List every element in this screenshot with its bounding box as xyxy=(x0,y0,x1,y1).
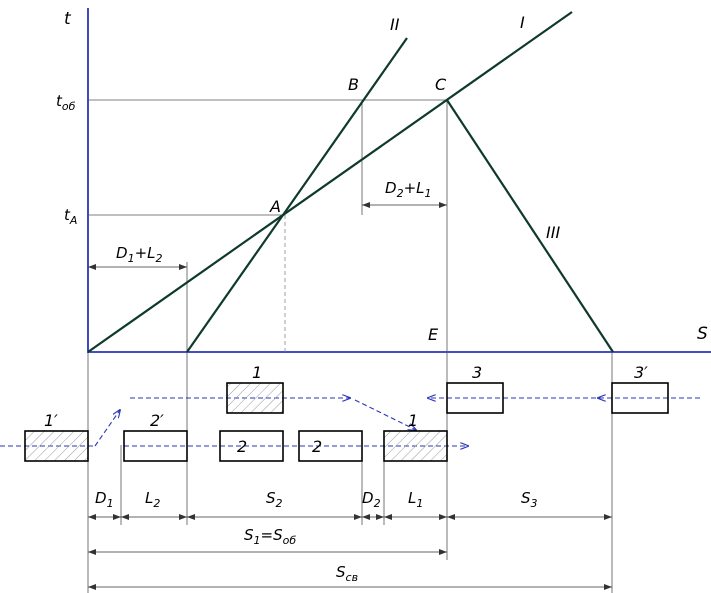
dim-d1-l2: D1+L2 xyxy=(88,244,187,270)
guide-lines xyxy=(87,99,613,593)
s-axis-label: S xyxy=(697,324,708,344)
block-1-top-label: 1 xyxy=(252,363,262,382)
block-1-low xyxy=(383,430,448,462)
dim-d1-label: D1 xyxy=(95,489,114,510)
block-1-prime-label: 1′ xyxy=(44,411,58,430)
axes: t S tоб tA xyxy=(56,8,711,353)
point-a-label: A xyxy=(269,197,281,216)
block-1-prime xyxy=(24,430,89,462)
block-1-top xyxy=(226,382,284,414)
block-3-prime xyxy=(611,382,669,414)
block-2-prime xyxy=(123,430,188,462)
dim-l2-label: L2 xyxy=(145,489,160,510)
block-2-a xyxy=(219,430,284,462)
line-i-label: I xyxy=(520,13,525,32)
dim-d1-l2-label: D1+L2 xyxy=(116,244,163,265)
dim-l1-label: L1 xyxy=(408,489,423,510)
block-3-label: 3 xyxy=(472,363,482,382)
line-i xyxy=(87,11,573,353)
dim-d2-l1-label: D2+L1 xyxy=(385,179,432,200)
block-3-prime-label: 3′ xyxy=(634,363,648,382)
t-a-label: tA xyxy=(64,206,77,227)
block-2-b xyxy=(298,430,363,462)
dim-s1-label: S1=Sоб xyxy=(244,526,296,547)
point-b-label: B xyxy=(348,75,359,94)
block-2-b-label: 2 xyxy=(312,437,322,456)
t-ob-label: tоб xyxy=(56,92,76,113)
bottom-dimension-lines xyxy=(88,514,612,590)
line-ii-label: II xyxy=(390,15,400,34)
block-2-a-label: 2 xyxy=(237,437,247,456)
dim-d2-l1: D2+L1 xyxy=(362,179,447,208)
point-e-label: E xyxy=(428,325,439,344)
t-axis-label: t xyxy=(64,9,72,29)
block-3 xyxy=(446,382,504,414)
line-iii xyxy=(446,99,614,353)
line-iii-label: III xyxy=(546,223,560,242)
dim-scb-label: Sсв xyxy=(336,563,358,584)
block-1-low-label: 1 xyxy=(408,411,418,430)
line-ii xyxy=(186,37,408,353)
dim-s2-label: S2 xyxy=(266,489,283,510)
flow-diagonal-up xyxy=(94,410,120,447)
graph-lines xyxy=(87,11,614,353)
dim-s3-label: S3 xyxy=(521,489,538,510)
flow-arrows xyxy=(0,398,700,446)
block-2-prime-label: 2′ xyxy=(150,411,164,430)
blocks xyxy=(24,382,669,462)
point-c-label: C xyxy=(435,75,447,94)
dim-d2-label: D2 xyxy=(362,489,381,510)
flow-diagonal-down xyxy=(354,399,416,430)
